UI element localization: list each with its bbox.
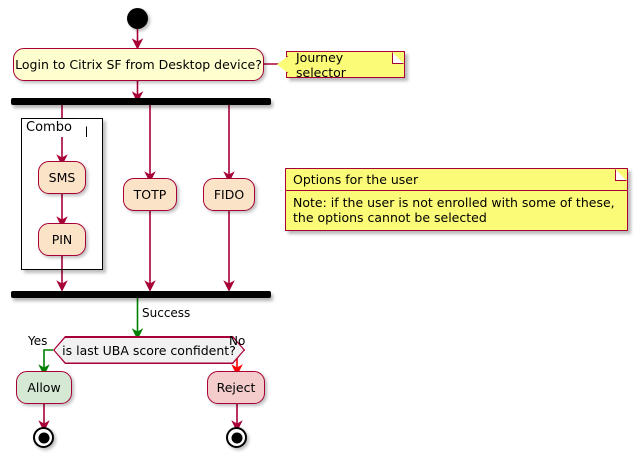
note-journey-selector-text: Journey selector — [296, 49, 346, 80]
activity-reject-label: Reject — [216, 380, 256, 395]
activity-allow[interactable]: Allow — [16, 371, 72, 404]
activity-pin[interactable]: PIN — [38, 223, 86, 256]
edge-label-yes: Yes — [28, 334, 48, 348]
activity-totp[interactable]: TOTP — [123, 178, 177, 211]
note-options-header: Options for the user — [286, 169, 627, 191]
activity-fido-label: FIDO — [213, 187, 245, 202]
note-fold-icon — [392, 52, 404, 64]
note-options: Options for the user Note: if the user i… — [285, 168, 628, 231]
note-options-body: Note: if the user is not enrolled with s… — [293, 195, 615, 225]
end-node-allow — [33, 427, 54, 448]
activity-sms[interactable]: SMS — [38, 161, 86, 194]
activity-fido[interactable]: FIDO — [203, 178, 255, 211]
decision-label: is last UBA score confident? — [55, 338, 244, 363]
activity-sms-label: SMS — [48, 170, 76, 185]
activity-allow-label: Allow — [27, 380, 61, 395]
activity-totp-label: TOTP — [133, 187, 167, 202]
edge-label-no: No — [229, 334, 246, 348]
join-bar — [11, 291, 271, 298]
activity-reject[interactable]: Reject — [207, 371, 265, 404]
note-journey-selector-tail-icon — [277, 56, 288, 73]
fork-bar — [11, 98, 271, 105]
partition-combo-label: Combo — [26, 120, 72, 135]
note-journey-selector: Journey selector — [286, 49, 405, 80]
activity-login-label: Login to Citrix SF from Desktop device? — [15, 57, 262, 72]
end-node-reject — [226, 427, 247, 448]
start-node — [127, 8, 148, 29]
activity-login[interactable]: Login to Citrix SF from Desktop device? — [13, 48, 264, 81]
activity-pin-label: PIN — [51, 232, 73, 247]
partition-combo-title: Combo — [21, 118, 87, 137]
edge-label-success: Success — [142, 306, 191, 320]
decision-uba-score[interactable]: is last UBA score confident? — [53, 336, 245, 364]
